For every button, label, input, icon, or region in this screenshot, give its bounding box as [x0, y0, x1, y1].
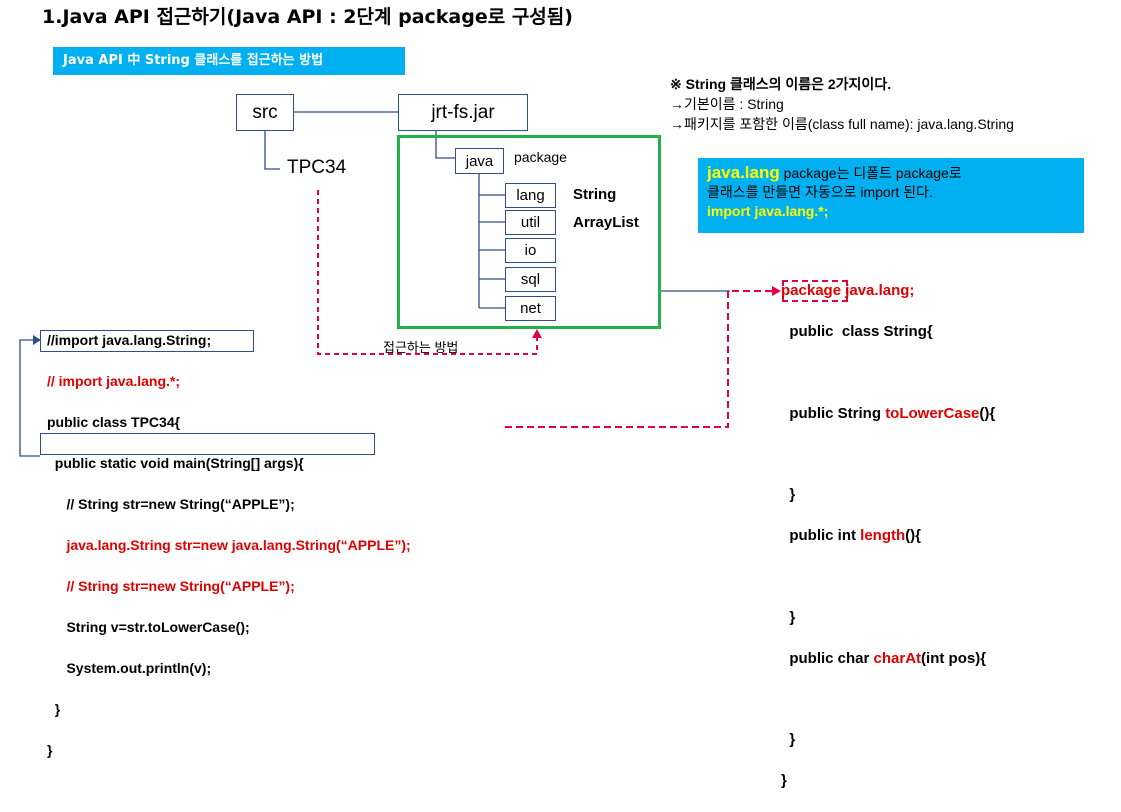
- method-sig: (){: [979, 404, 996, 422]
- code-line: public class TPC34{: [47, 413, 181, 430]
- public-keyword: public: [789, 323, 834, 341]
- brace: }: [789, 731, 796, 749]
- package-box-util: util: [505, 210, 556, 235]
- package-label-lang: lang: [516, 187, 545, 204]
- method-sig: public int: [789, 527, 861, 545]
- code-line: java.lang.String str=new java.lang.Strin…: [47, 536, 411, 553]
- method-sig: (int pos){: [921, 649, 987, 667]
- package-box-net: net: [505, 296, 556, 321]
- note-line-1: ※ String 클래스의 이름은 2가지이다.: [670, 76, 892, 92]
- package-frame: [397, 135, 661, 329]
- jar-label: jrt-fs.jar: [431, 101, 495, 123]
- connector-src-tpc: [264, 130, 280, 170]
- tpc34-code: //import java.lang.String; // import jav…: [47, 309, 411, 781]
- fullname-arrow-head: [772, 286, 781, 296]
- method-sig: (){: [905, 527, 921, 545]
- code-line: }: [47, 700, 61, 717]
- code-line: package java.lang;: [781, 282, 915, 300]
- method-sig: public char: [789, 649, 874, 667]
- default-package-callout: java.lang package는 디폴트 package로 클래스를 만들면…: [698, 158, 1084, 233]
- bracket-import: [19, 339, 40, 457]
- section-banner: Java API 中 String 클래스를 접근하는 방법: [53, 47, 405, 75]
- note-line-2: →기본이름 : String: [670, 96, 784, 112]
- import-highlight: [40, 330, 254, 352]
- fullname-path: [505, 290, 772, 428]
- class-arraylist: ArrayList: [573, 214, 639, 231]
- java-package-box: java: [455, 148, 504, 174]
- code-line: public static void main(String[] args){: [47, 454, 304, 471]
- package-label-io: io: [524, 242, 537, 259]
- brace: }: [789, 486, 796, 504]
- package-box-io: io: [505, 238, 556, 263]
- note-line-3: →패키지를 포함한 이름(class full name): java.lang…: [670, 116, 1014, 132]
- access-path: [317, 190, 538, 355]
- public-highlight: [782, 280, 848, 302]
- connector-lines: [19, 111, 781, 457]
- code-line: // String str=new String(“APPLE”);: [47, 495, 295, 512]
- name-note: ※ String 클래스의 이름은 2가지이다. →기본이름 : String …: [670, 74, 1014, 134]
- method-sig: public String: [789, 404, 886, 422]
- access-arrow-head: [532, 329, 542, 338]
- page-title: 1.Java API 접근하기(Java API : 2단계 package로 …: [42, 6, 573, 28]
- callout-line-1: package는 디폴트 package로: [779, 165, 962, 181]
- src-label: src: [252, 101, 278, 123]
- connector-jar-java: [435, 130, 455, 159]
- comment-highlight: [40, 433, 375, 455]
- package-label-net: net: [520, 300, 541, 317]
- code-line: String v=str.toLowerCase();: [47, 618, 250, 635]
- brace: }: [789, 608, 796, 626]
- src-box: src: [236, 94, 294, 131]
- package-label-util: util: [520, 214, 541, 231]
- method-name: length: [860, 527, 906, 545]
- callout-line-2: 클래스를 만들면 자동으로 import 된다.: [707, 184, 933, 200]
- code-line: // String str=new String(“APPLE”);: [47, 577, 295, 594]
- string-class-code: package java.lang; public class String{ …: [781, 261, 995, 812]
- java-label: java: [465, 152, 494, 170]
- callout-line-3: import java.lang.*;: [707, 203, 829, 219]
- code-line: // import java.lang.*;: [47, 372, 181, 389]
- package-word: package: [514, 149, 567, 165]
- code-line: }: [47, 741, 53, 758]
- brace: }: [781, 772, 787, 790]
- callout-pkg: java.lang: [707, 163, 780, 182]
- package-box-sql: sql: [505, 267, 556, 292]
- code-line: System.out.println(v);: [47, 659, 212, 676]
- access-method-label: 접근하는 방법: [383, 340, 459, 355]
- project-label: TPC34: [287, 157, 347, 178]
- package-label-sql: sql: [520, 271, 541, 288]
- method-name: charAt: [873, 649, 922, 667]
- class-decl: class String{: [833, 323, 933, 341]
- code-line: //import java.lang.String;: [47, 331, 212, 348]
- class-string: String: [573, 186, 617, 203]
- package-box-lang: lang: [505, 183, 556, 208]
- jar-box: jrt-fs.jar: [398, 94, 528, 131]
- method-name: toLowerCase: [885, 404, 980, 422]
